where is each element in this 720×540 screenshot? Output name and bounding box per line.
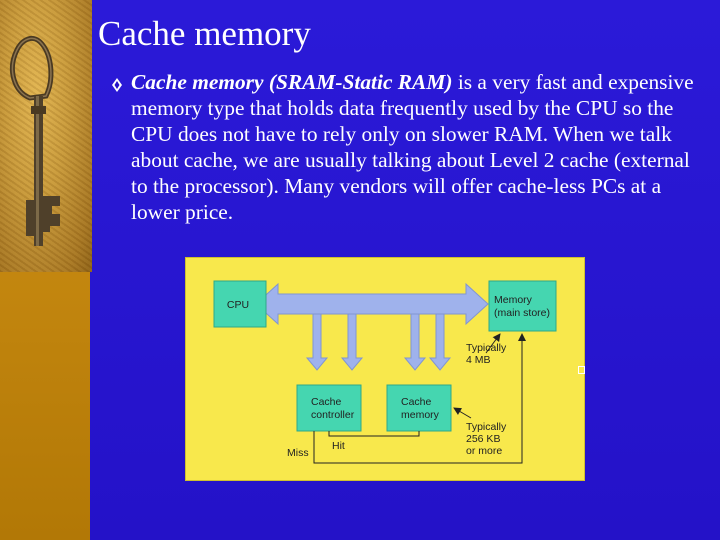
slide-title: Cache memory bbox=[98, 14, 311, 53]
small-marker-box bbox=[578, 366, 585, 374]
cache-diagram-svg: CPU Memory (main store) Typically 4 MB C… bbox=[213, 280, 557, 464]
mem-size-pointer bbox=[485, 333, 501, 354]
cache-size-pointer bbox=[453, 407, 472, 419]
bullet-body: is a very fast and expensive memory type… bbox=[131, 70, 694, 224]
cache-diagram: CPU Memory (main store) Typically 4 MB C… bbox=[185, 257, 585, 481]
cache-controller-box bbox=[296, 384, 362, 432]
bus-drop-1 bbox=[305, 313, 329, 371]
bus-drop-4 bbox=[428, 313, 452, 371]
bullet-emphasis: Cache memory (SRAM-Static RAM) bbox=[131, 70, 453, 94]
cache-controller-line1: Cache bbox=[311, 396, 342, 408]
typically-mem-line2: 4 MB bbox=[466, 354, 491, 366]
cache-memory-line2: memory bbox=[401, 409, 440, 421]
memory-label-line2: (main store) bbox=[494, 307, 550, 319]
cache-memory-line1: Cache bbox=[401, 396, 432, 408]
cache-memory-box bbox=[386, 384, 452, 432]
typically-mem-line1: Typically bbox=[466, 342, 507, 354]
miss-path bbox=[313, 333, 526, 464]
typically-cache-line1: Typically bbox=[466, 421, 507, 433]
cpu-label: CPU bbox=[227, 299, 249, 311]
typically-cache-line3: or more bbox=[466, 445, 502, 457]
hit-label: Hit bbox=[332, 440, 345, 452]
bullet-paragraph: Cache memory (SRAM-Static RAM) is a very… bbox=[131, 69, 706, 225]
key-icon bbox=[10, 35, 60, 246]
typically-cache-line2: 256 KB bbox=[466, 433, 500, 445]
miss-label: Miss bbox=[287, 447, 309, 459]
cache-controller-line2: controller bbox=[311, 409, 355, 421]
hit-connector bbox=[328, 431, 420, 437]
bullet-diamond-icon bbox=[112, 78, 122, 92]
bus-drop-2 bbox=[340, 313, 364, 371]
memory-box bbox=[488, 280, 557, 332]
system-bus-arrow bbox=[255, 282, 489, 326]
bus-drop-3 bbox=[403, 313, 427, 371]
cpu-box bbox=[213, 280, 267, 328]
memory-label-line1: Memory bbox=[494, 294, 533, 306]
